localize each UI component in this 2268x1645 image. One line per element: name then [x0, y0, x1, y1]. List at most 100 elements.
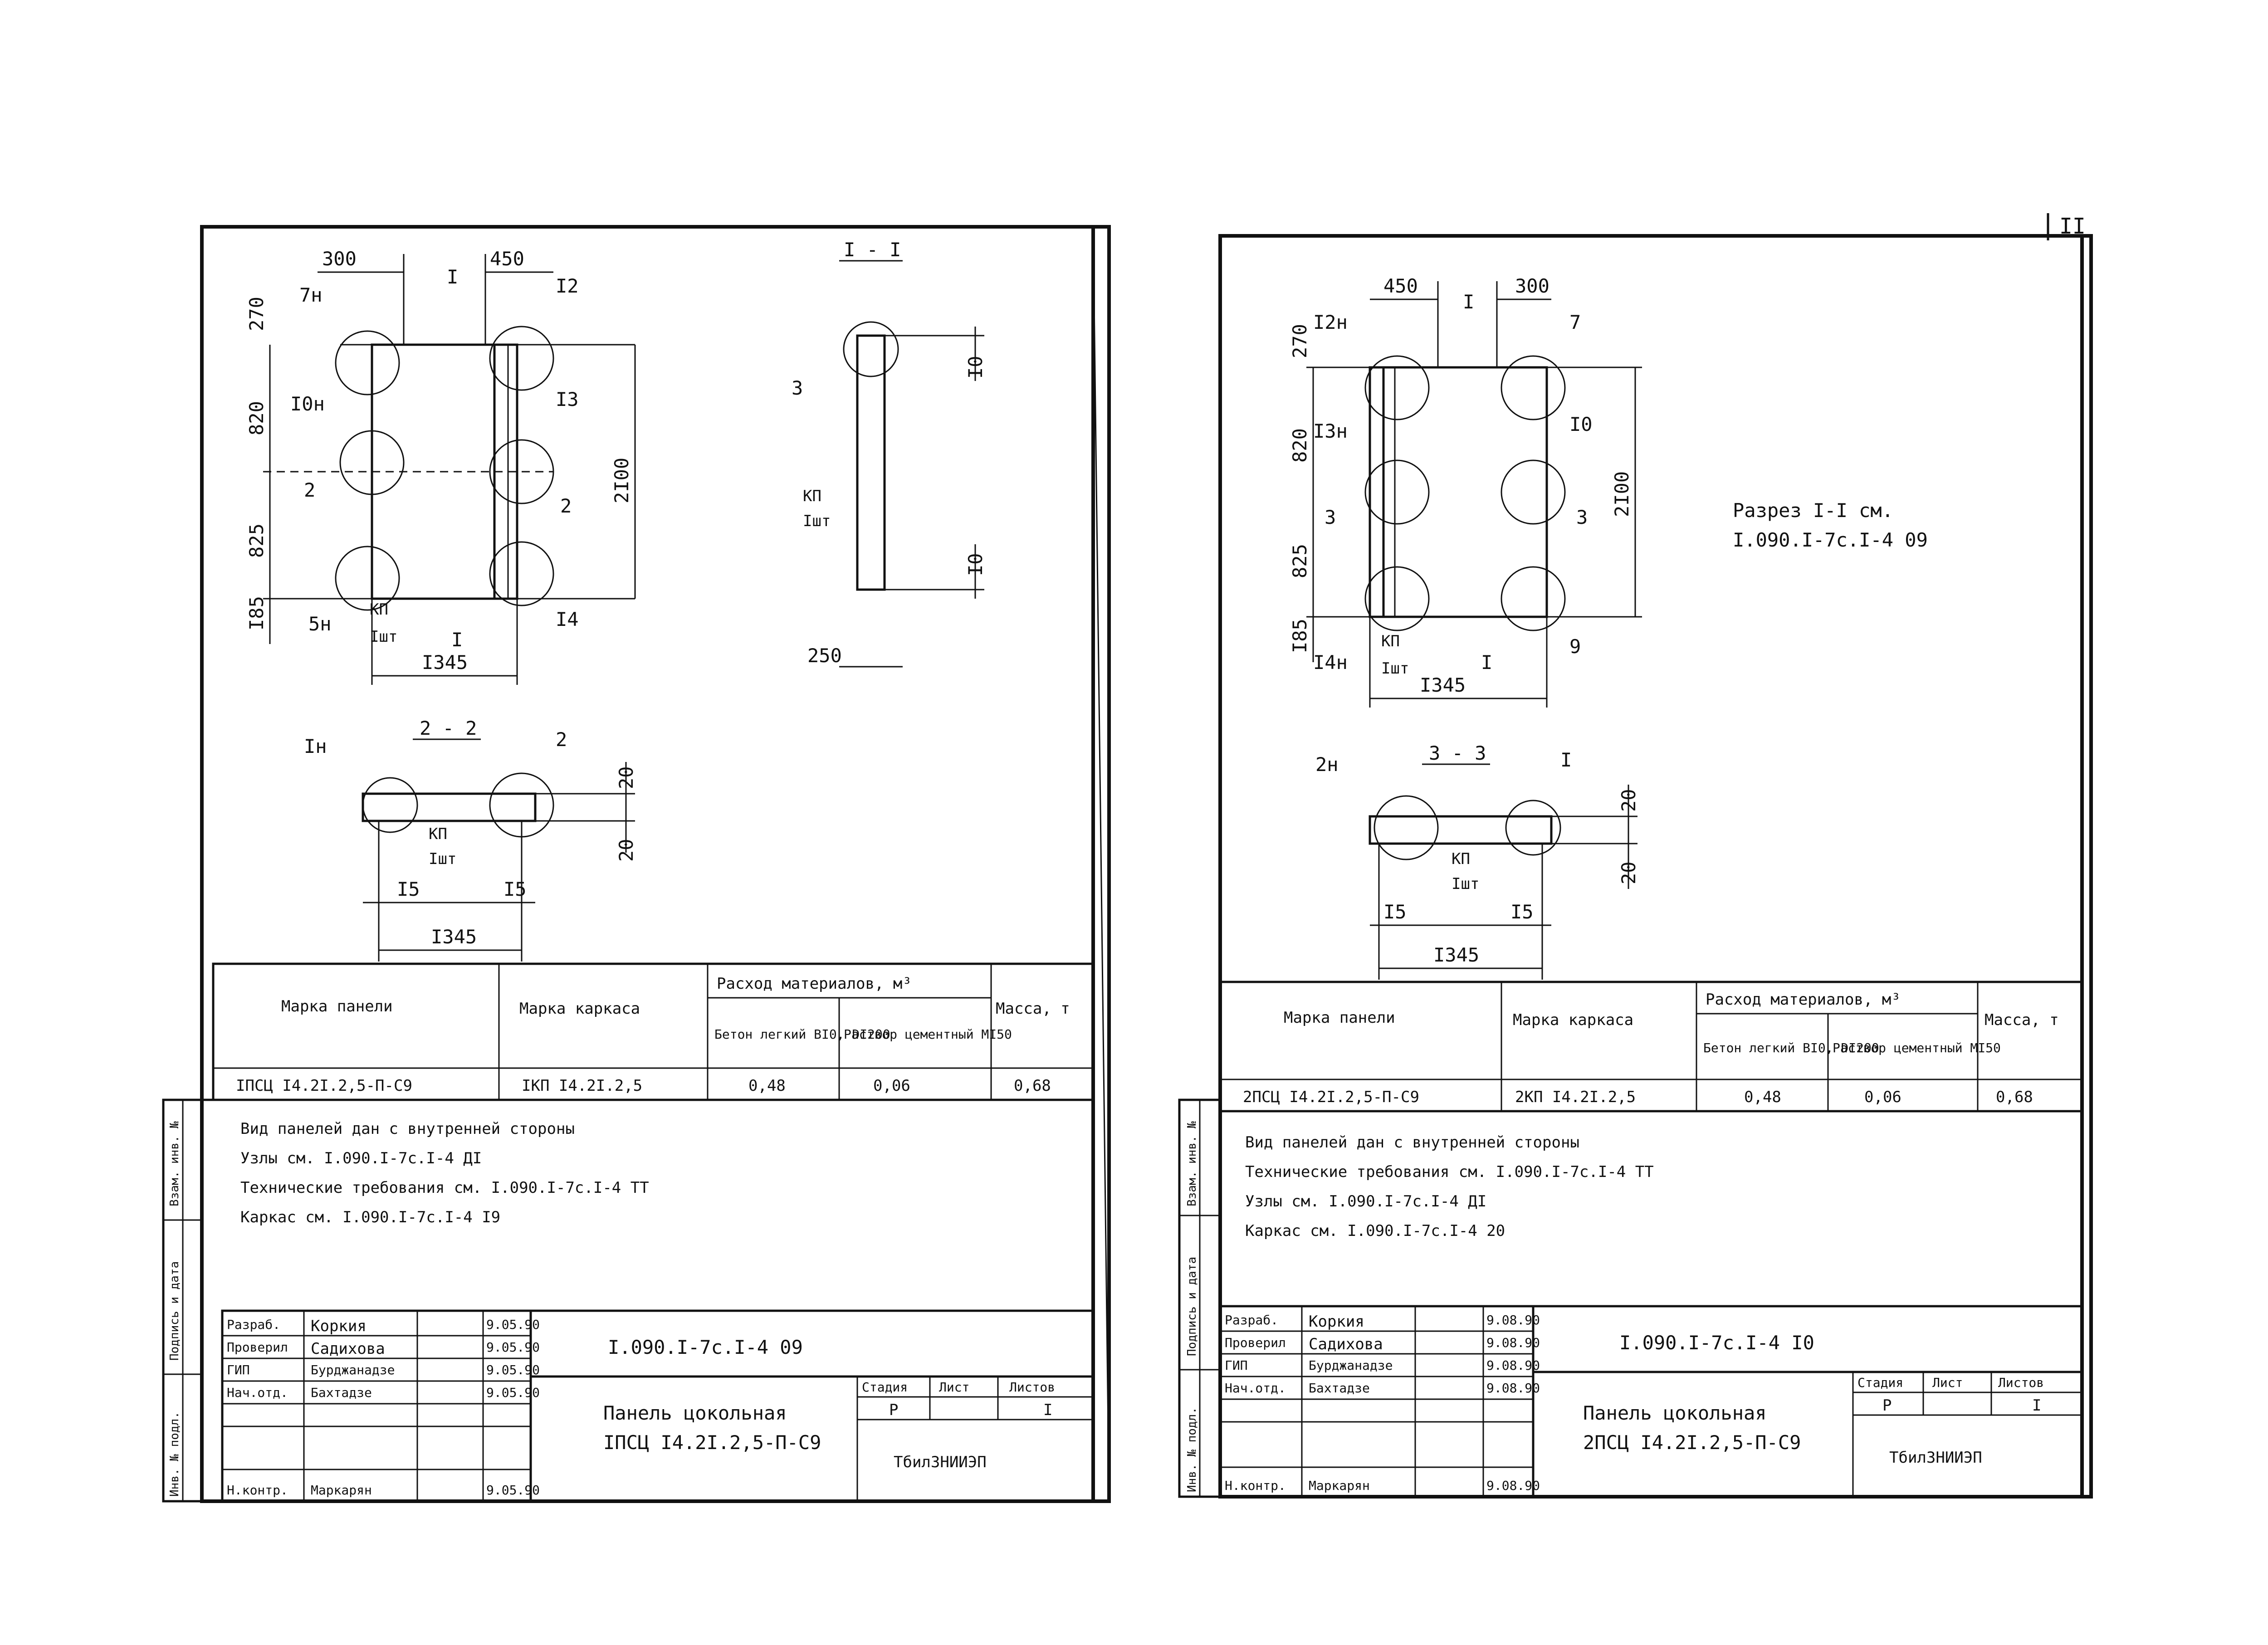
right-table-cell-concrete: 0,48 [1744, 1088, 1781, 1106]
right-table-header-mass: Масса, т [1984, 1011, 2059, 1029]
section-33-kp: КП [1452, 850, 1470, 868]
right-sheet: Взам. инв. № Подпись и дата Инв. № подл. [1178, 234, 2093, 1499]
right-tb-date-1: 9.08.90 [1486, 1313, 1540, 1328]
left-title-block: Разраб. Проверил ГИП Нач.отд. Н.контр. К… [221, 1309, 1095, 1503]
section-33-dim-20-top: 20 [1618, 789, 1640, 812]
section-33-dim-1345: I345 [1433, 944, 1479, 966]
right-section-mark-1-bottom: I [1481, 651, 1492, 674]
right-node-circle-7 [1501, 355, 1566, 420]
section-mark-2-right: 2 [560, 495, 572, 517]
left-spec-table: Марка панели Марка каркаса Расход матери… [212, 962, 1095, 1101]
section-11-node-circle [843, 321, 899, 377]
right-dim-bottom-1345: I345 [1420, 674, 1466, 696]
section-mark-2-left: 2 [304, 479, 315, 501]
right-dim-left-270: 270 [1289, 324, 1311, 358]
right-panel-plan: 450 300 270 820 825 I85 2I00 I345 I2н 7 … [1289, 275, 1642, 708]
table-subheader-mortar: Раствор цементный MI50 [844, 1027, 1012, 1042]
right-note-4: Каркас см. I.090.I-7с.I-4 20 [1245, 1222, 1505, 1240]
right-notes: Вид панелей дан с внутренней стороны Тех… [1245, 1133, 1654, 1240]
table-cell-mass: 0,68 [1014, 1077, 1051, 1095]
tb-date-4: 9.05.90 [486, 1385, 540, 1400]
dim-left-270: 270 [245, 297, 268, 331]
section-11-kp-count: Iшт [803, 512, 831, 530]
right-dim-left-825: 825 [1289, 544, 1311, 578]
right-table-header-panel-mark: Марка панели [1284, 1009, 1395, 1027]
right-table-cell-mortar: 0,06 [1864, 1088, 1901, 1106]
right-tb-title-line1: Панель цокольная [1583, 1402, 1767, 1424]
node-circle-12 [489, 326, 554, 391]
node-circle-7n [335, 330, 400, 395]
right-tb-title-line2: 2ПСЦ I4.2I.2,5-П-С9 [1583, 1431, 1801, 1454]
right-node-label-14n: I4н [1313, 651, 1348, 674]
side-label-signature: Подпись и дата [168, 1261, 181, 1361]
right-tb-name-6: Маркарян [1309, 1478, 1370, 1493]
right-panel-outline [1369, 366, 1548, 618]
table-cell-mortar: 0,06 [873, 1077, 910, 1095]
right-tb-role-1: Разраб. [1225, 1313, 1278, 1328]
section-33-dim-20-bottom: 20 [1618, 861, 1640, 884]
right-table-subheader-concrete: Бетон легкий BI0, DI200 [1703, 1040, 1879, 1055]
node-label-13: I3 [556, 388, 579, 410]
section-mark-1-top: I [447, 266, 458, 288]
tb-title-line2: IПСЦ I4.2I.2,5-П-С9 [603, 1431, 821, 1454]
tb-date-1: 9.05.90 [486, 1317, 540, 1332]
right-dim-left-820: 820 [1289, 428, 1311, 463]
right-node-circle-12n [1364, 355, 1430, 420]
kp-label: КП [370, 600, 388, 619]
dim-bottom-1345: I345 [422, 651, 468, 674]
node-circle-14 [489, 541, 554, 606]
tb-role-2: Проверил [227, 1340, 288, 1355]
right-note-1: Вид панелей дан с внутренней стороны [1245, 1133, 1579, 1152]
node-label-7n: 7н [299, 284, 323, 306]
tb-title-line1: Панель цокольная [603, 1402, 787, 1424]
right-dim-right-2100: 2I00 [1611, 471, 1633, 517]
dim-right-2100: 2I00 [611, 458, 633, 503]
tb-sheet-header: Лист [939, 1380, 969, 1395]
tb-role-6: Н.контр. [227, 1483, 288, 1498]
right-table-subheader-mortar: Раствор цементный MI50 [1833, 1040, 2001, 1055]
dim-top-300: 300 [322, 248, 357, 270]
tb-name-1: Коркия [311, 1317, 367, 1335]
right-table-header-materials: Расход материалов, м³ [1706, 991, 1901, 1009]
section-33-title: 3 - 3 [1429, 742, 1486, 764]
right-table-cell-frame: 2КП I4.2I.2,5 [1515, 1088, 1636, 1106]
node-circle-13 [489, 439, 554, 504]
section-33-profile [1369, 815, 1553, 845]
tb-role-1: Разраб. [227, 1317, 280, 1332]
table-cell-concrete: 0,48 [748, 1077, 786, 1095]
section-11-kp: КП [803, 487, 821, 505]
right-tb-role-6: Н.контр. [1225, 1478, 1286, 1493]
right-dim-top-300: 300 [1515, 275, 1549, 297]
title-block-frame [221, 1309, 1095, 1503]
right-tb-role-4: Нач.отд. [1225, 1381, 1286, 1396]
right-tb-name-2: Садихова [1309, 1335, 1383, 1353]
right-side-label-signature: Подпись и дата [1185, 1257, 1199, 1356]
section-33-node-1 [1505, 800, 1561, 856]
section-11-dim-250: 250 [807, 644, 842, 667]
tb-name-6: Маркарян [311, 1483, 372, 1498]
right-side-strip: Взам. инв. № Подпись и дата Инв. № подл. [1178, 1098, 1222, 1498]
section-22-kp-count: Iшт [429, 850, 456, 868]
right-section-note: Разрез I-I см. I.090.I-7с.I-4 09 [1733, 499, 1928, 551]
right-tb-role-2: Проверил [1225, 1335, 1286, 1350]
right-table-header-frame-mark: Марка каркаса [1513, 1011, 1633, 1029]
right-tb-date-6: 9.08.90 [1486, 1478, 1540, 1493]
right-note-2: Технические требования см. I.090.I-7с.I-… [1245, 1163, 1654, 1181]
right-section-mark-1-top: I [1463, 291, 1474, 313]
right-tb-document-code: I.090.I-7с.I-4 I0 [1619, 1332, 1814, 1354]
note-4: Каркас см. I.090.I-7с.I-4 I9 [240, 1208, 500, 1226]
section-note-line2: I.090.I-7с.I-4 09 [1733, 529, 1928, 551]
section-22-kp: КП [429, 825, 447, 843]
side-label-inventory: Инв. № подл. [168, 1411, 181, 1497]
right-node-label-13n: I3н [1313, 420, 1348, 442]
section-22-dim-15-right: I5 [503, 878, 527, 900]
section-22-profile [362, 792, 537, 822]
right-dim-left-185: I85 [1289, 619, 1311, 653]
section-11-profile [856, 334, 886, 591]
right-section-mark-3-left: 3 [1325, 506, 1336, 528]
tb-stage-header: Стадия [862, 1380, 908, 1395]
table-header-mass: Масса, т [996, 1000, 1070, 1018]
left-edge [1092, 226, 1110, 1502]
right-title-block: Разраб. Проверил ГИП Нач.отд. Н.контр. К… [1219, 1305, 2083, 1498]
